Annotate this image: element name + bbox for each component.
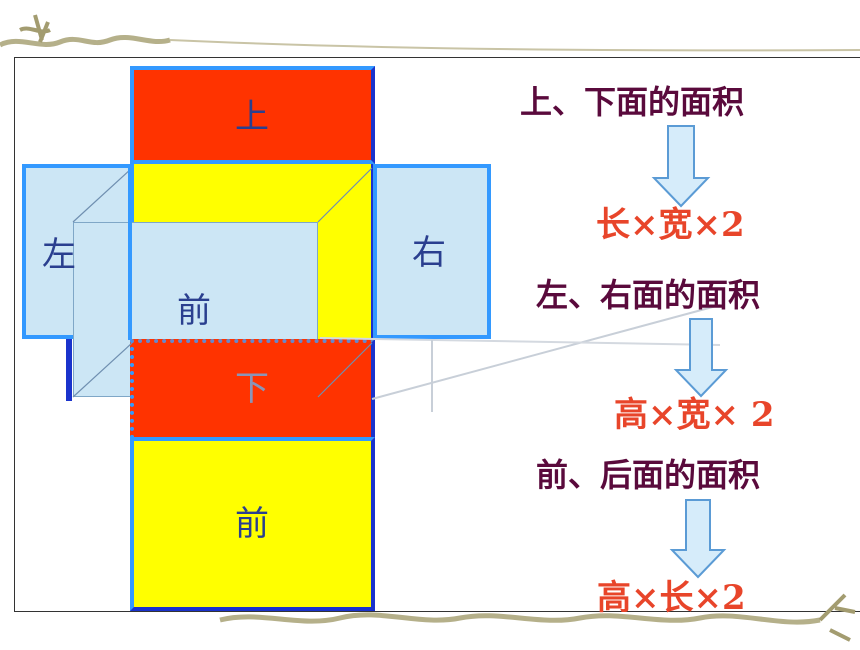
top-face-label: 上: [235, 97, 269, 137]
front-overlay-label: 前: [177, 291, 211, 331]
front-face-label: 前: [235, 504, 269, 544]
frame-top-line: [14, 57, 860, 58]
section-title-top-bottom: 上、下面的面积: [520, 83, 745, 121]
formula-top-bottom: 长×宽×2: [596, 205, 745, 245]
frame-bottom-line: [14, 611, 860, 612]
dark-left-edge: [66, 339, 72, 401]
right-face-label: 右: [412, 233, 446, 273]
left-face-label: 左: [42, 235, 76, 275]
bottom-face: [130, 339, 375, 439]
section-title-front-back: 前、后面的面积: [536, 456, 761, 494]
section-title-left-right: 左、右面的面积: [536, 276, 761, 314]
formula-front-back: 高×长×2: [597, 578, 746, 618]
top-face: [130, 66, 375, 164]
bottom-face-label: 下: [235, 369, 269, 409]
decorative-vine-top: [0, 14, 860, 52]
decorative-vine-bottom: [219, 593, 856, 642]
frame-left-line: [14, 57, 15, 612]
right-face: [373, 164, 491, 339]
formula-left-right: 高×宽× 2: [614, 395, 775, 435]
front-face: [130, 437, 375, 611]
